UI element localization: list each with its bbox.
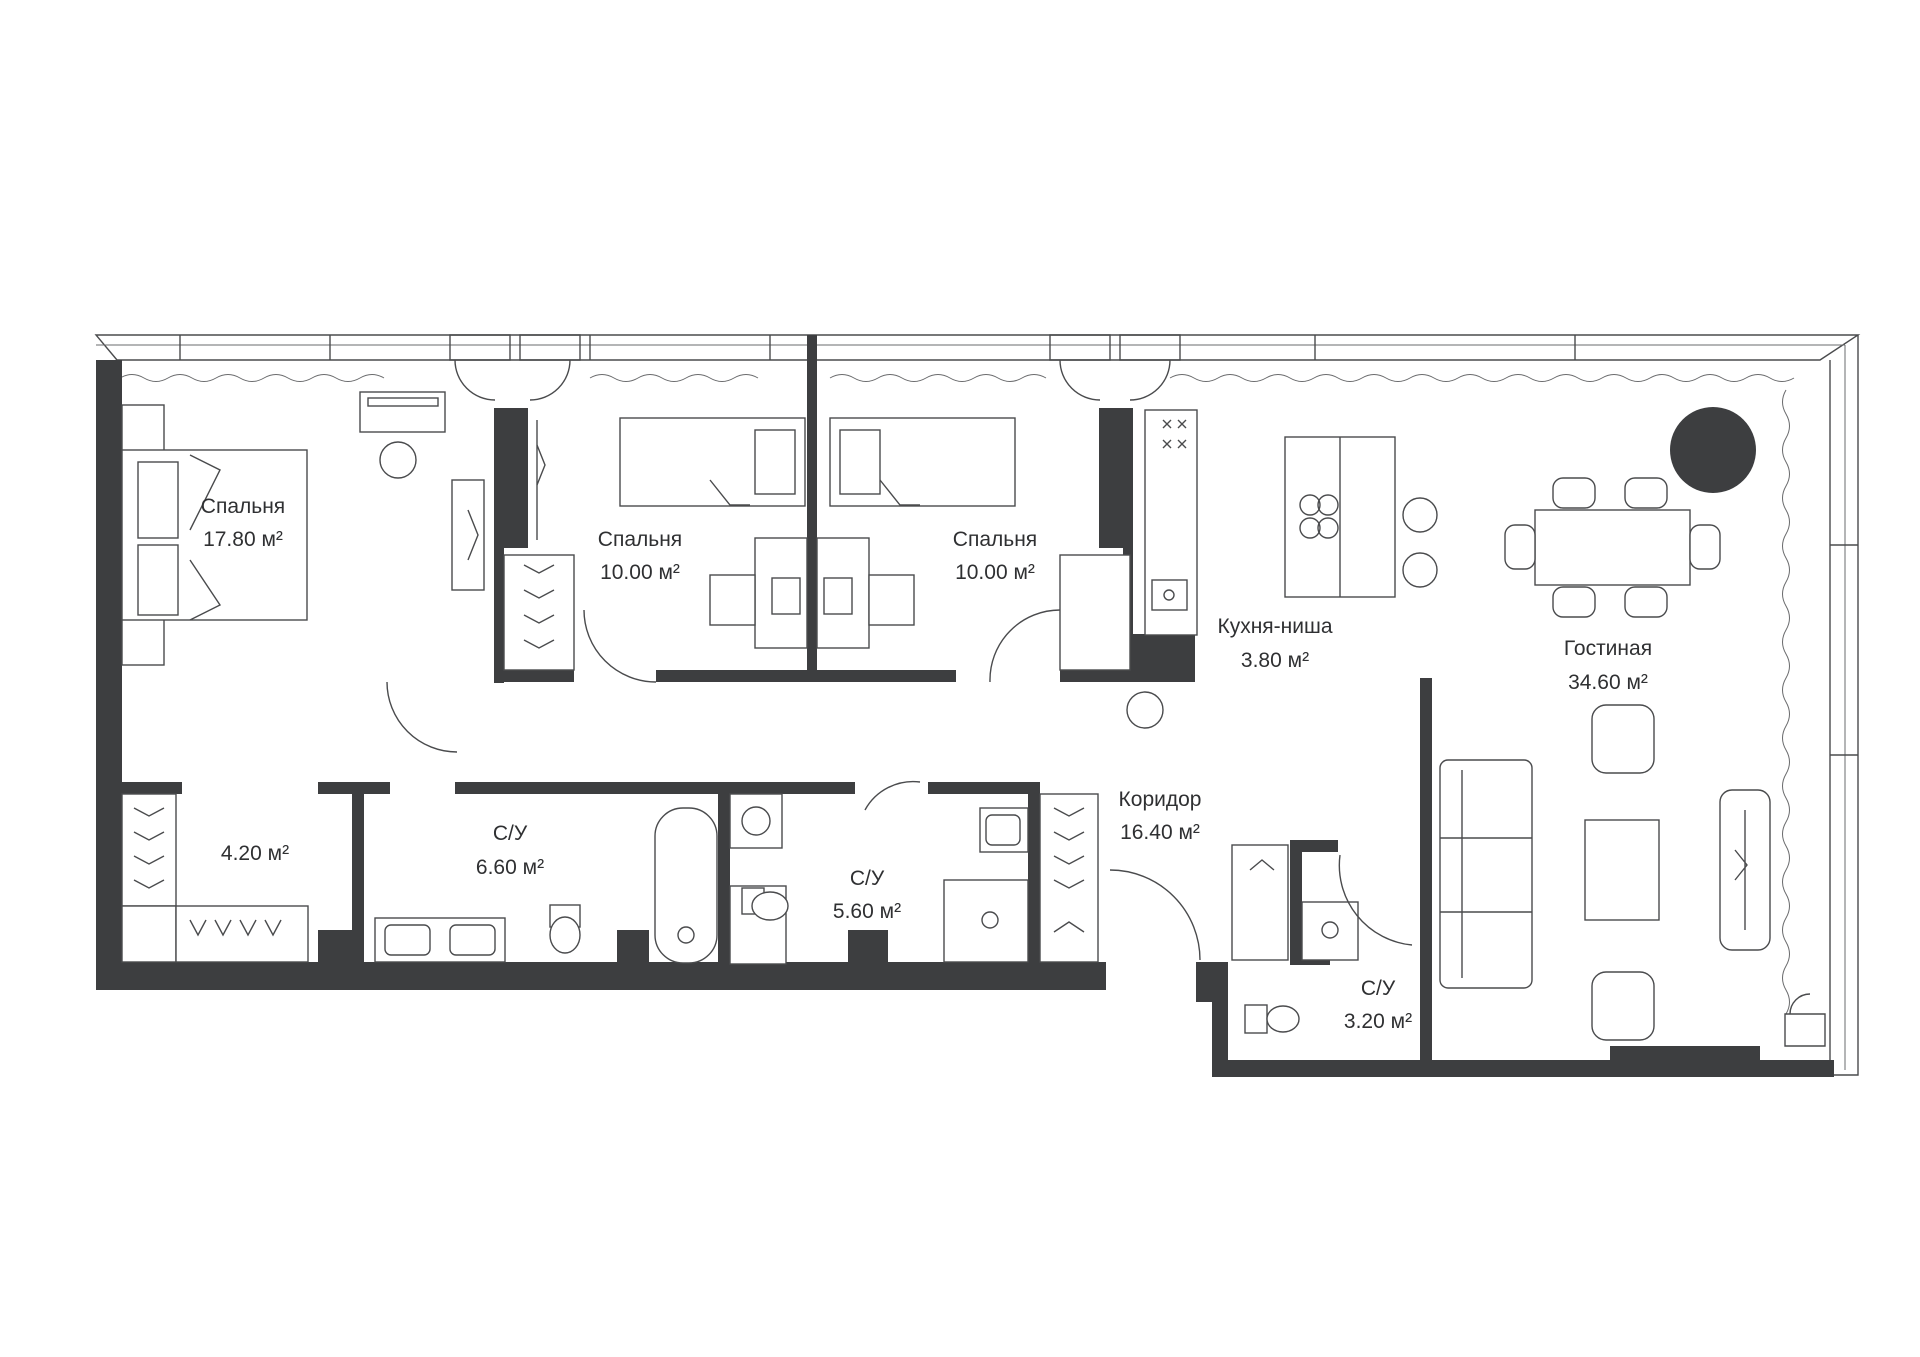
bathtub-icon (654, 807, 718, 964)
wardrobe-corridor (1039, 793, 1099, 963)
room-label-area: 3.20 м² (1344, 1010, 1412, 1033)
toilet-icon (1244, 1004, 1300, 1034)
room-label-area: 3.80 м² (1241, 649, 1309, 672)
hanger-icon (133, 807, 282, 937)
room-labels: Спальня 17.80 м² Спальня 10.00 м² Спальн… (201, 495, 1652, 1033)
room-label-area: 10.00 м² (600, 561, 680, 584)
room-label-area: 17.80 м² (203, 528, 283, 551)
door-swing-icon (989, 609, 1061, 683)
window-strip (94, 334, 1861, 1076)
wardrobe-bedroom3 (1059, 554, 1131, 671)
bath2-fixtures (729, 780, 921, 965)
sink-icon (1151, 579, 1188, 611)
wardrobe-closet (121, 793, 309, 963)
hanger-icon (523, 564, 555, 649)
walls (96, 335, 1834, 1077)
bath1-fixtures (374, 681, 506, 963)
room-label-name: Спальня (953, 528, 1037, 551)
tv-stand (1719, 789, 1771, 951)
coffee-table (1584, 819, 1660, 921)
room-label-name: С/У (493, 822, 528, 845)
room-label-name: Коридор (1119, 788, 1202, 811)
bedroom3-furniture (816, 417, 1016, 649)
bedroom2-furniture (536, 417, 808, 649)
room-label-area: 10.00 м² (955, 561, 1035, 584)
balcony-doors (449, 334, 1181, 401)
room-label-area: 4.20 м² (221, 842, 289, 865)
toilet-icon (741, 887, 789, 921)
wardrobe-bedroom2 (503, 554, 575, 671)
master-bed (121, 404, 308, 666)
room-label-area: 5.60 м² (833, 900, 901, 923)
stove-icon (1162, 419, 1187, 449)
room-label-name: Спальня (201, 495, 285, 518)
room-label-name: Спальня (598, 528, 682, 551)
room-label-name: Кухня-ниша (1217, 615, 1332, 638)
room-label-name: С/У (1361, 977, 1396, 1000)
column-icon (1670, 407, 1756, 493)
entrance-door (1784, 993, 1826, 1047)
armchair-icon (1591, 704, 1655, 1041)
door-swing-icon (583, 609, 657, 683)
room-label-area: 6.60 м² (476, 856, 544, 879)
room-label-area: 34.60 м² (1568, 671, 1648, 694)
room-label-name: С/У (850, 867, 885, 890)
door-swing-icon (1109, 869, 1201, 961)
tv-unit-icon (359, 391, 446, 479)
toilet-icon (549, 904, 581, 954)
room-label-name: Гостиная (1564, 637, 1652, 660)
sink-icon (943, 807, 1029, 963)
wardrobe-master (451, 479, 485, 591)
dining-island (1284, 436, 1438, 598)
bath3-fixtures (1231, 844, 1413, 961)
room-label-area: 16.40 м² (1120, 821, 1200, 844)
dining-table (1504, 477, 1721, 618)
stool-icon (1126, 691, 1164, 729)
sofa-icon (1439, 759, 1533, 989)
